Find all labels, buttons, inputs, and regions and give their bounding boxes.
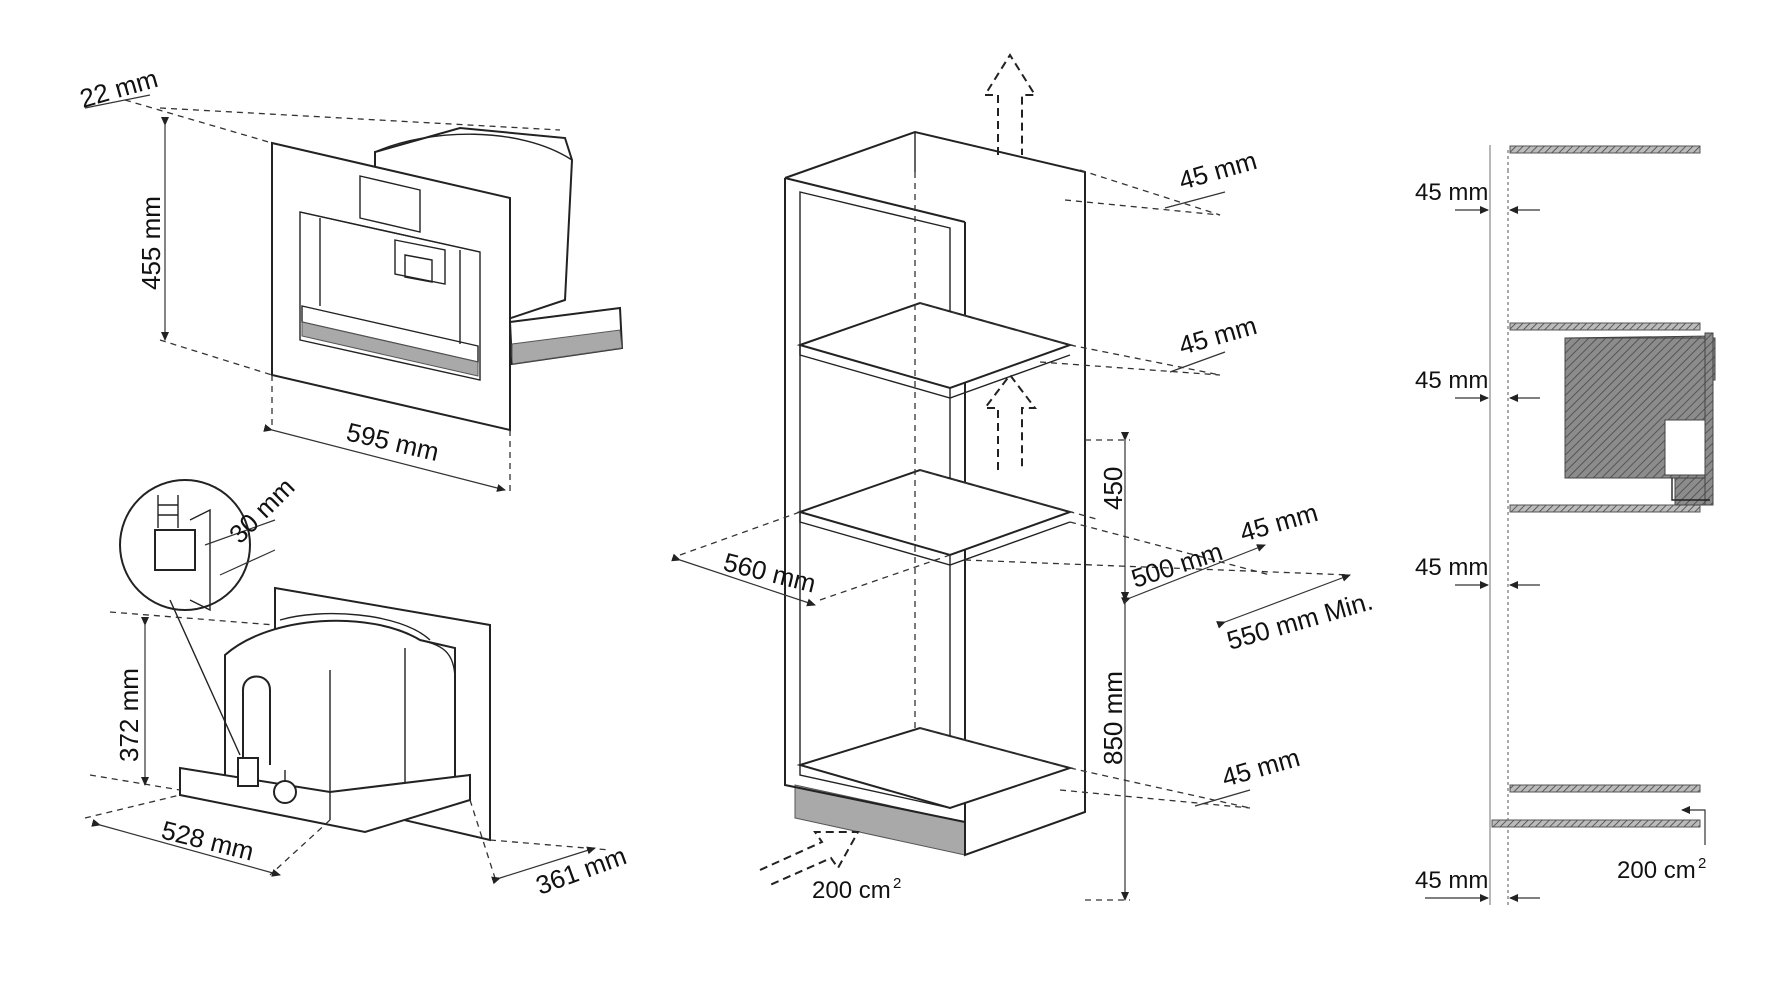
cabinet-gap-shelf-lower-label: 45 mm (1236, 497, 1321, 548)
cabinet-niche-width-label: 560 mm (721, 547, 819, 599)
cabinet-gap-top-label: 45 mm (1175, 145, 1260, 196)
machine-back-width-label: 528 mm (159, 815, 257, 867)
cabinet-view (671, 53, 1351, 901)
machine-front-width-label: 595 mm (344, 417, 442, 467)
machine-front-height-label: 455 mm (136, 196, 166, 290)
cabinet-vent-area-exp: 2 (893, 875, 901, 892)
cabinet-depth-min-label: 550 mm Min. (1223, 586, 1376, 656)
cabinet-niche-height-label: 450 (1098, 467, 1128, 510)
machine-back-height-label: 372 mm (114, 668, 144, 762)
side-gap-2-label: 45 mm (1415, 367, 1488, 394)
machine-back-view (84, 479, 611, 885)
side-vent-area-exp: 2 (1698, 855, 1706, 872)
cabinet-vent-area-label: 200 cm (812, 877, 891, 904)
cabinet-niche-depth-label: 500 mm (1128, 536, 1227, 594)
machine-back-depth-label: 361 mm (532, 840, 631, 900)
side-vent-area-label: 200 cm (1617, 857, 1696, 884)
cabinet-floor-height-label: 850 mm (1098, 671, 1128, 765)
cabinet-gap-shelf-upper-label: 45 mm (1175, 310, 1260, 361)
cabinet-gap-bottom-label: 45 mm (1218, 742, 1303, 793)
side-gap-4-label: 45 mm (1415, 867, 1488, 894)
side-gap-1-label: 45 mm (1415, 179, 1488, 206)
side-gap-3-label: 45 mm (1415, 554, 1488, 581)
side-section-view (1425, 145, 1716, 905)
machine-front-view (84, 94, 624, 495)
